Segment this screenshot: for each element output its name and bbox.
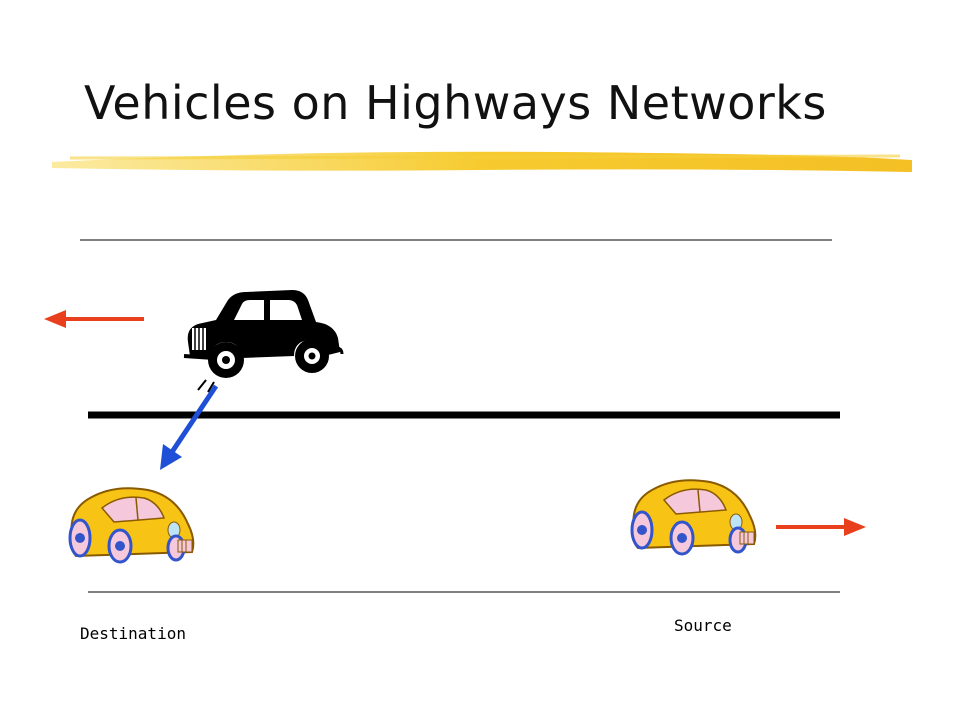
slide-title: Vehicles on Highways Networks bbox=[84, 76, 827, 130]
source-label: Source bbox=[674, 616, 732, 635]
vintage-black-car-icon bbox=[183, 290, 344, 393]
left-direction-arrow bbox=[44, 310, 144, 328]
yellow-beetle-car-icon-destination bbox=[68, 487, 195, 564]
destination-label: Destination bbox=[80, 624, 186, 643]
title-underline bbox=[52, 151, 912, 172]
yellow-beetle-car-icon-source bbox=[630, 479, 757, 556]
right-direction-arrow bbox=[776, 518, 866, 536]
communication-link-arrow bbox=[160, 384, 219, 470]
